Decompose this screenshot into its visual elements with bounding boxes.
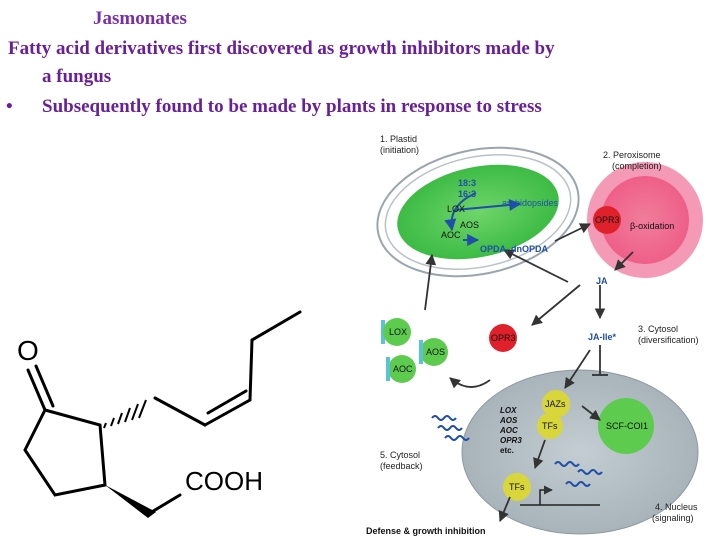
cooh-label: COOH [185,466,263,496]
label-opr3-cytosol: OPR3 [491,333,516,343]
label-beta-oxidation: β-oxidation [630,221,674,231]
label-cytosol5-sub: (feedback) [380,461,423,471]
label-aoc2: AOC [393,364,413,374]
label-peroxisome-sub: (completion) [612,161,662,171]
jasmonate-structure [23,310,302,515]
label-ja: JA [596,276,608,286]
hashed-wedge [103,399,147,429]
label-tfs: TFs [542,421,558,431]
aos-node [420,338,448,366]
label-fa-16-3: 16:3 [458,189,476,199]
label-lox: LOX [447,204,465,214]
plastid-envelope-inner [384,154,572,270]
gene-item: etc. [500,446,514,455]
tfs-node [537,413,563,439]
label-opda: OPDA, dnOPDA [480,244,549,254]
label-cytosol5: 5. Cytosol [380,450,420,460]
label-cytosol-sub: (diversification) [638,335,699,345]
label-lox2: LOX [389,327,407,337]
aoc-node [388,355,416,383]
solid-wedge [105,485,156,518]
label-tfs2: TFs [509,482,525,492]
label-peroxisome: 2. Peroxisome [603,150,661,160]
tfs2-node [503,473,531,501]
label-fa-18-3: 18:3 [458,178,476,188]
label-ja-ile: JA-Ile* [588,332,617,342]
label-defense: Defense & growth inhibition [366,526,486,536]
label-aoc: AOC [441,230,461,240]
bullet: • [6,96,13,117]
pathway-arrows [424,223,634,522]
scf-coi1-node [598,398,654,454]
opr3-cytosol-node [489,324,517,352]
text-line-2: a fungus [42,66,112,87]
label-plastid-sub: (initiation) [380,145,419,155]
label-opr3: OPR3 [595,215,620,225]
label-aos2: AOS [426,347,445,357]
gene-item: OPR3 [500,436,522,445]
label-aos: AOS [460,220,479,230]
gene-list: LOX AOS AOC OPR3 etc. [499,406,522,455]
label-arabidopsides: arabidopsides [502,198,559,208]
label-cytosol: 3. Cytosol [638,324,678,334]
label-jazs: JAZs [545,399,566,409]
gene-item: AOS [499,416,518,425]
label-nucleus-sub: (signaling) [652,513,694,523]
peroxisome [601,176,689,264]
text-line-3: Subsequently found to be made by plants … [42,96,542,117]
label-nucleus: 4. Nucleus [655,502,698,512]
aoc-membrane-bar [386,357,390,381]
plastid-arrows [444,192,522,246]
jazs-node [542,390,570,418]
gene-item: LOX [500,406,517,415]
opr3-peroxisome-node [593,206,621,234]
text-line-1: Fatty acid derivatives first discovered … [8,38,555,59]
label-scf-coi1: SCF-COI1 [606,421,648,431]
plastid [397,164,559,260]
lox-node [383,318,411,346]
oxygen-label: O [17,335,39,366]
aos-membrane-bar [419,340,423,364]
plastid-envelope-outer [376,146,580,278]
mrna-squiggles [431,415,603,487]
gene-item: AOC [499,426,518,435]
gene-promoter [520,485,600,506]
label-plastid: 1. Plastid [380,134,417,144]
slide-title: Jasmonates [93,8,187,29]
